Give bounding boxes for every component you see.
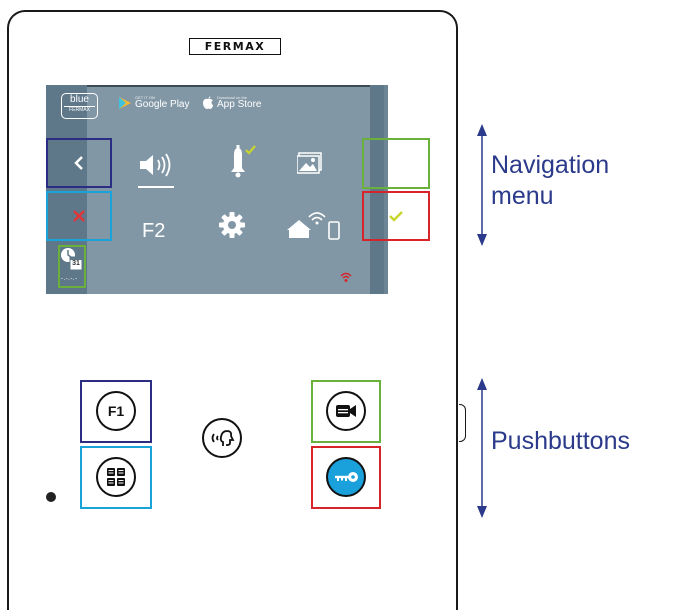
google-play-icon <box>119 97 131 109</box>
wifi-status <box>340 270 352 282</box>
calendar-date-button[interactable]: 31 -.-.-.- <box>58 245 86 288</box>
grid-icon <box>107 468 125 486</box>
blue-logo-brand: FERMAX <box>64 106 95 114</box>
menu-item-bell[interactable] <box>220 142 260 182</box>
camera-button-frame <box>311 380 381 443</box>
home-wifi-phone-icon <box>287 212 340 240</box>
calendar-day: 31 <box>72 260 80 267</box>
menu-item-volume[interactable] <box>136 150 178 190</box>
grid-button-frame <box>80 446 152 509</box>
gallery-icon <box>296 152 322 174</box>
handsfree-button[interactable] <box>202 418 242 458</box>
screen-right-column <box>370 85 388 294</box>
confirm-check-icon <box>389 211 403 222</box>
cancel-x-icon <box>73 210 85 222</box>
apple-icon <box>203 96 213 109</box>
menu-item-gallery[interactable] <box>296 152 323 176</box>
key-icon <box>335 472 358 482</box>
menu-grid-button[interactable] <box>96 457 136 497</box>
nav-forward-button[interactable] <box>362 138 430 189</box>
camera-button[interactable] <box>326 391 366 431</box>
camera-icon <box>336 405 356 417</box>
wifi-signal-icon <box>340 272 352 282</box>
f1-button[interactable]: F1 <box>96 391 136 431</box>
calendar-clock-icon <box>61 248 83 271</box>
volume-icon <box>140 153 171 177</box>
nav-confirm-button[interactable] <box>362 191 430 241</box>
screen-right-edge <box>384 85 388 294</box>
f1-button-frame <box>80 380 152 443</box>
handsfree-speak-icon <box>211 430 235 446</box>
navigation-label-line1: Navigation <box>491 151 610 179</box>
key-button-frame <box>311 446 381 509</box>
navigation-label-line2: menu <box>491 182 554 210</box>
volume-underline <box>138 186 174 188</box>
blue-app-logo: blue FERMAX <box>61 93 98 119</box>
nav-back-button[interactable] <box>46 138 112 188</box>
door-open-key-button[interactable] <box>326 457 366 497</box>
menu-item-home-wifi[interactable] <box>285 208 347 242</box>
blue-logo-word: blue <box>70 94 89 105</box>
f1-label: F1 <box>107 403 125 419</box>
bell-icon <box>231 145 256 178</box>
menu-item-f2[interactable]: F2 <box>142 220 166 242</box>
settings-gear-icon <box>219 212 245 238</box>
app-store-label: App Store <box>217 99 262 110</box>
google-play-label: Google Play <box>135 99 190 110</box>
navigation-arrow <box>477 124 487 246</box>
calendar-dashes: -.-.-.- <box>61 276 78 282</box>
forward-chevron-icon <box>392 156 401 171</box>
side-volume-dial[interactable] <box>459 404 466 442</box>
nav-cancel-button[interactable] <box>46 191 112 241</box>
display-screen <box>46 85 388 294</box>
microphone-hole <box>46 492 56 502</box>
fermax-logo: FERMAX <box>189 38 281 55</box>
menu-item-settings[interactable] <box>219 212 245 238</box>
back-chevron-icon <box>74 156 83 170</box>
pushbuttons-label: Pushbuttons <box>491 427 630 455</box>
navigation-menu-label: Navigation menu <box>491 150 609 212</box>
pushbuttons-arrow <box>477 378 487 518</box>
